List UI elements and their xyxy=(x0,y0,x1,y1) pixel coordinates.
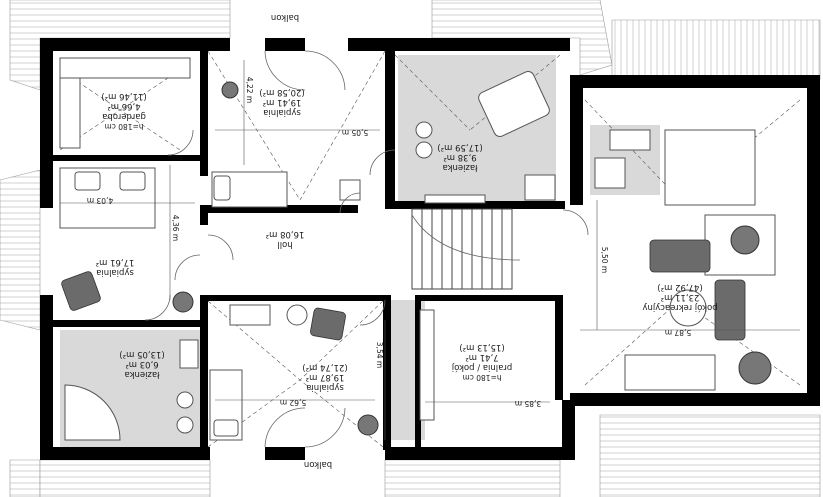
armchair-icon xyxy=(61,271,101,311)
rekreacyjny-name: pokój rekreacyjny xyxy=(642,302,717,313)
balkon-top: balkon xyxy=(271,12,299,22)
pralnia-name: pralnia / pokój xyxy=(452,362,512,373)
lazienka-left-area: 6,03 m² xyxy=(125,359,158,369)
garderoba-area: 4,66 m² xyxy=(107,101,140,111)
dim-562: 5,62 m xyxy=(280,398,306,407)
lazienka-left-name: łazienka xyxy=(124,369,159,379)
dim-403: 4,03 m xyxy=(87,196,113,205)
sofa-icon-2 xyxy=(714,279,746,341)
lazienka-top-area2: (17,59 m²) xyxy=(437,142,482,152)
sofa-icon xyxy=(649,239,711,273)
garderoba-note: h=180 cm xyxy=(104,122,143,131)
rekreacyjny-area: 23,11 m² xyxy=(661,292,700,302)
fixtures xyxy=(59,57,776,441)
sypialnia-left-name: sypialnia xyxy=(96,267,134,277)
sypialnia-top-area: 19,41 m² xyxy=(263,97,302,107)
staircase xyxy=(411,208,521,290)
lazienka-top-area: 9,38 m² xyxy=(443,152,476,162)
pralnia-area: 7,41 m² xyxy=(465,352,498,362)
room-labels: garderoba 4,66 m² (11,46 m²) h=180 cm sy… xyxy=(96,12,718,469)
lazienka-left-area2: (13,05 m²) xyxy=(119,349,164,359)
sypialnia-bottom-area: 19,87 m² xyxy=(306,372,345,382)
sypialnia-top-area2: (20,58 m²) xyxy=(259,87,304,97)
sypialnia-top-name: sypialnia xyxy=(263,107,301,117)
sypialnia-left-area: 17,61 m² xyxy=(96,257,135,267)
dim-436: 4,36 m xyxy=(171,215,180,241)
pralnia-area2: (15,13 m²) xyxy=(459,342,504,352)
furniture xyxy=(61,239,746,341)
dim-550: 5,50 m xyxy=(600,247,609,273)
dim-422: 4,22 m xyxy=(245,77,254,103)
dim-354: 3,54 m xyxy=(375,342,384,368)
plant-icon xyxy=(730,225,760,255)
holl-area: 16,08 m² xyxy=(266,229,305,239)
lazienka-top-name: łazienka xyxy=(442,162,477,172)
plant-icon xyxy=(738,351,772,385)
walls xyxy=(40,38,820,460)
sypialnia-bottom-name: sypialnia xyxy=(306,382,344,392)
garderoba-area2: (11,46 m²) xyxy=(101,91,146,101)
dimension-labels: 4,22 m 5,05 m 4,03 m 4,36 m 5,62 m 3,54 … xyxy=(87,77,691,408)
plant-icon xyxy=(357,414,379,436)
plants xyxy=(172,81,772,436)
dim-587: 5,87 m xyxy=(665,328,691,337)
plant-icon xyxy=(221,81,239,99)
plant-icon xyxy=(172,291,194,313)
armchair-icon-2 xyxy=(310,307,346,341)
sypialnia-bottom-area2: (21,74 m²) xyxy=(302,362,347,372)
balkon-bottom: balkon xyxy=(304,459,332,469)
pralnia-note: h=180 cm xyxy=(462,373,501,382)
garderoba-name: garderoba xyxy=(102,111,146,121)
dim-385: 3,85 m xyxy=(515,399,541,408)
dim-505: 5,05 m xyxy=(342,128,368,137)
dimension-lines xyxy=(60,60,800,440)
rekreacyjny-area2: (47,92 m²) xyxy=(657,282,702,292)
doors xyxy=(144,50,589,448)
holl-name: holl xyxy=(277,239,292,249)
